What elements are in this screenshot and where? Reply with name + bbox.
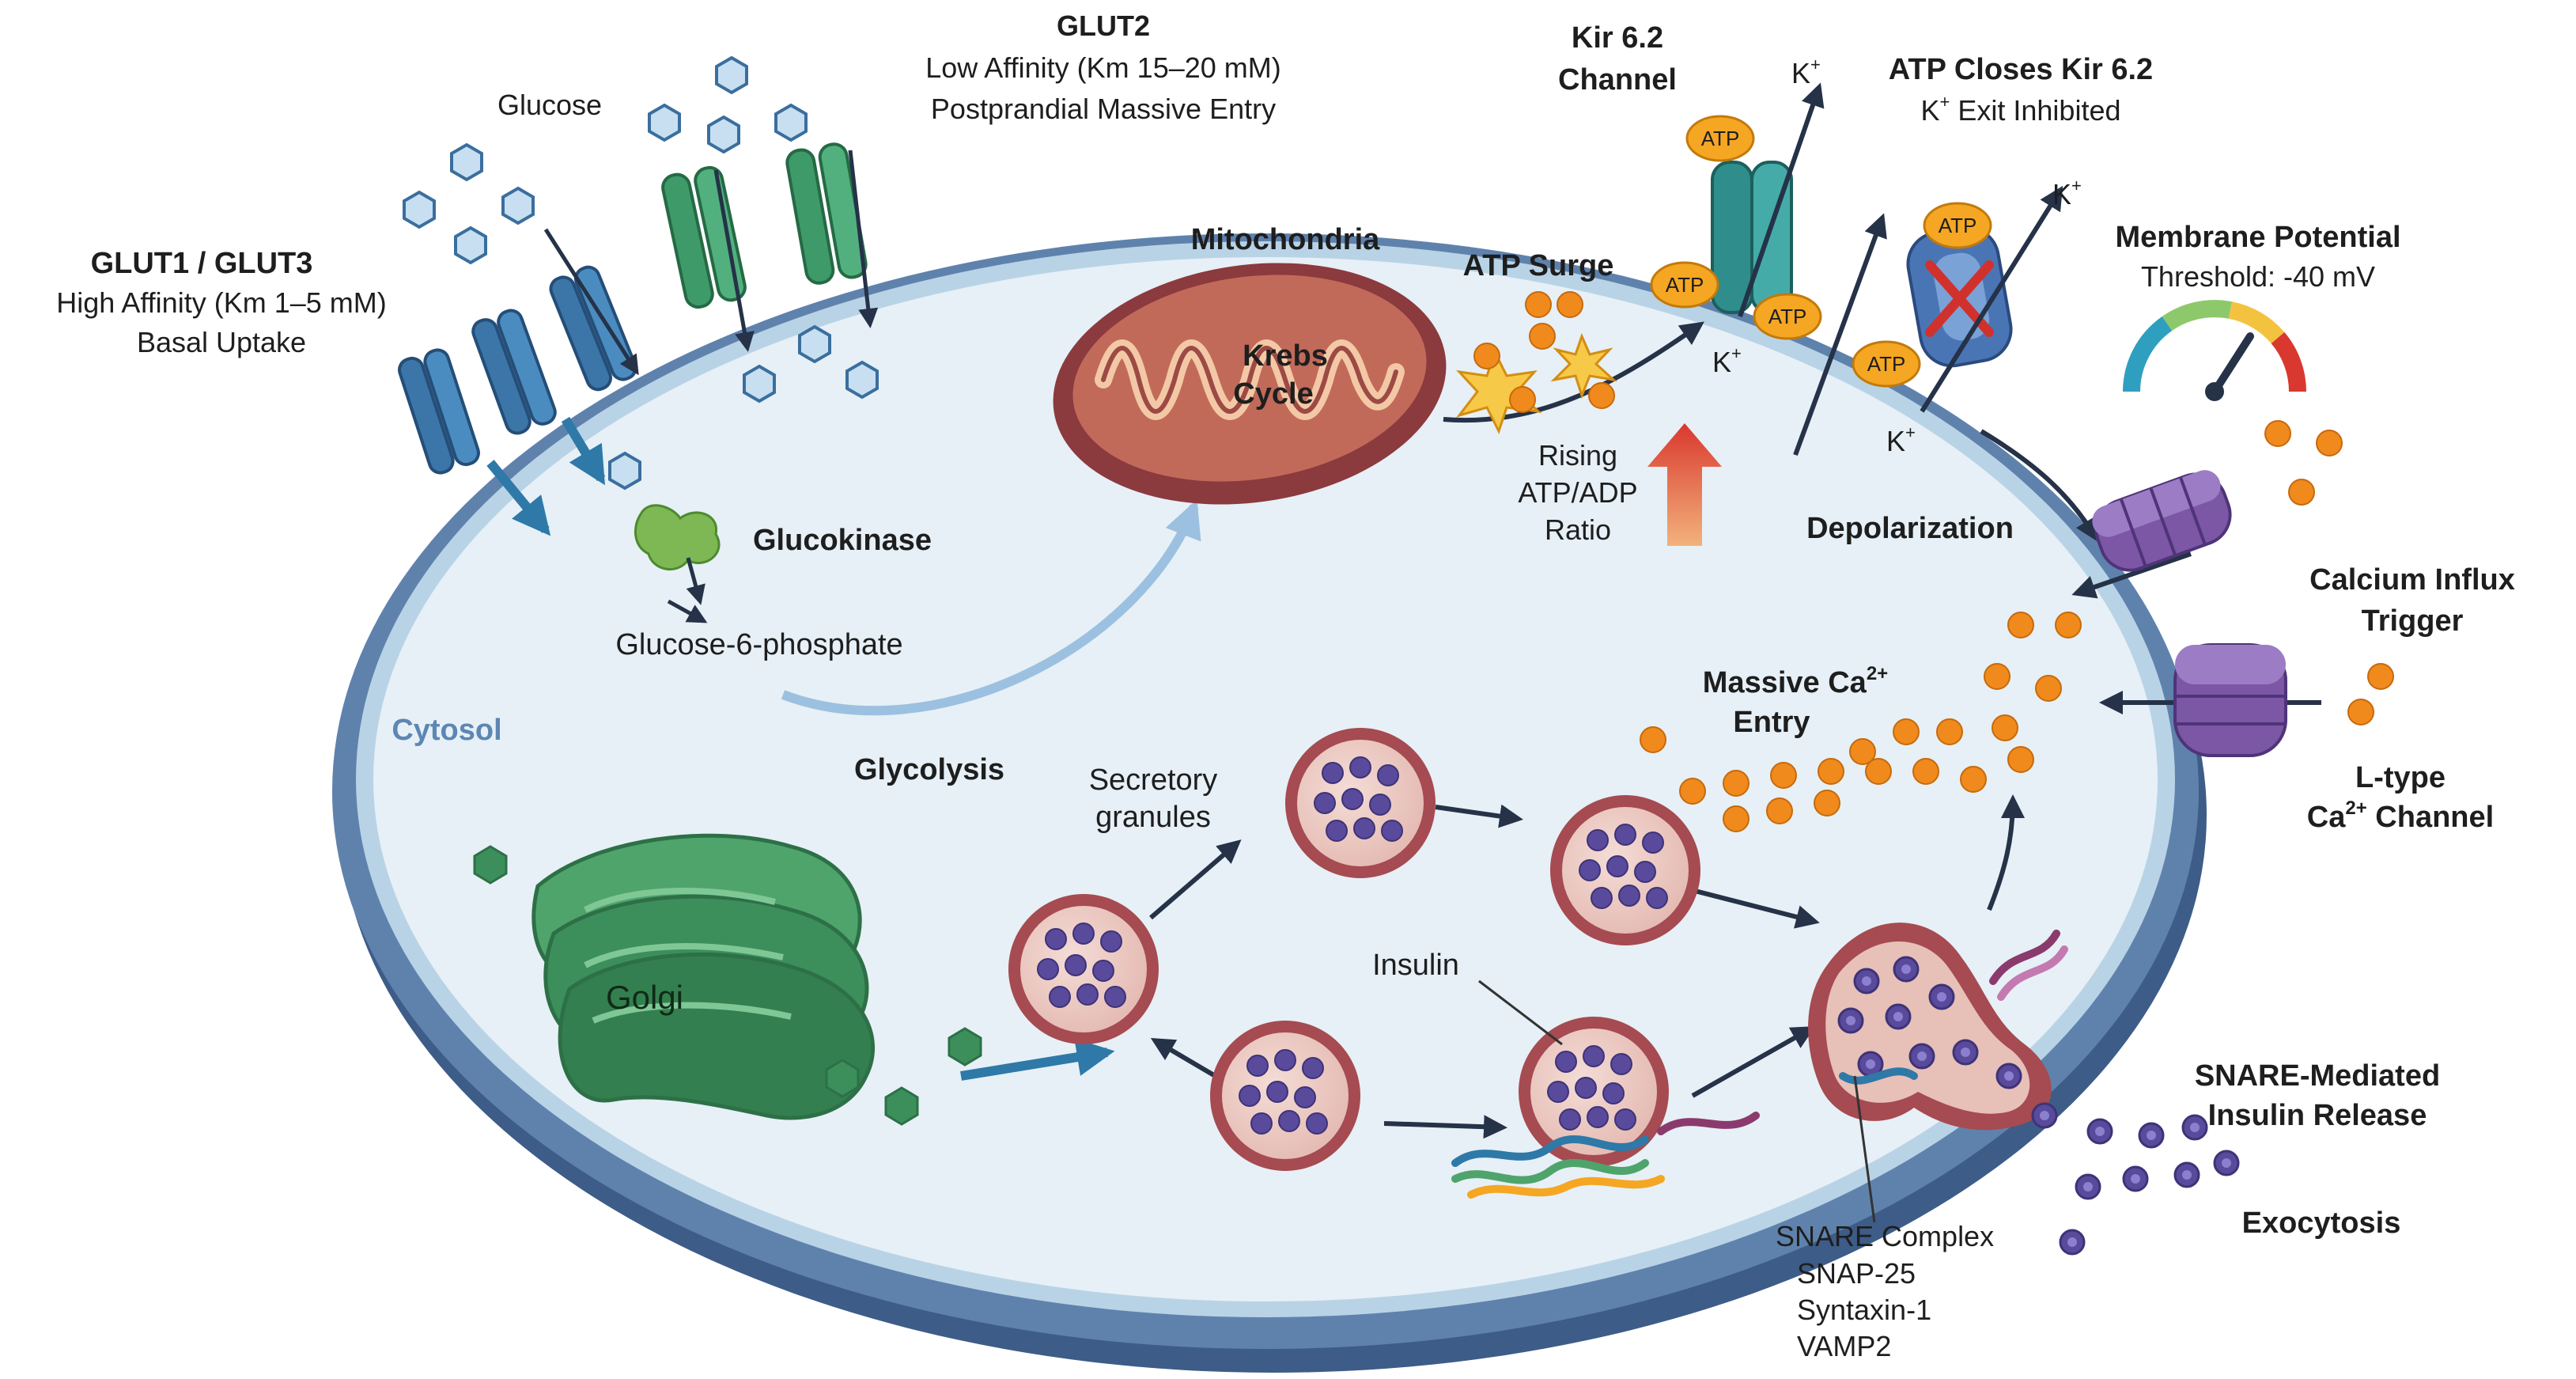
glycolysis-label: Glycolysis xyxy=(854,753,1004,786)
ltype-calcium-channels xyxy=(2092,470,2287,757)
svg-text:ATP: ATP xyxy=(1939,214,1977,237)
secretory-label-1: Secretory xyxy=(1089,763,1218,797)
threshold-label: Threshold: -40 mV xyxy=(2141,260,2375,293)
labels: GLUT2 Low Affinity (Km 15–20 mM) Postpra… xyxy=(56,9,2515,1362)
golgi-label: Golgi xyxy=(606,979,683,1016)
mitochondria xyxy=(1053,263,1447,505)
atp-surge-label: ATP Surge xyxy=(1463,249,1614,282)
kir62-channel-closed xyxy=(1906,185,2063,413)
glut13-uptake: Basal Uptake xyxy=(137,326,306,358)
granule-3 xyxy=(1549,794,1701,946)
granule-4 xyxy=(1209,1020,1361,1172)
granule-2 xyxy=(1284,727,1436,879)
ltype-label-2: Ca2+ Channel xyxy=(2307,797,2494,834)
atp-surge-burst xyxy=(1456,291,1617,434)
svg-text:ATP: ATP xyxy=(1666,273,1704,297)
k-ion-mid: K+ xyxy=(1712,343,1742,378)
calcium-trigger-arrow xyxy=(1987,794,2025,911)
kir62-channel-open xyxy=(1711,82,1825,317)
golgi-to-granule-arrow xyxy=(960,1038,1115,1081)
k-ion-right: K+ xyxy=(2052,176,2082,210)
rising-ratio-arrow xyxy=(1647,423,1722,546)
snare-release-label-2: Insulin Release xyxy=(2208,1099,2427,1132)
glucokinase-label: Glucokinase xyxy=(753,524,932,557)
atp-closes-subtitle: K+ Exit Inhibited xyxy=(1921,92,2121,127)
g6p-label: Glucose-6-phosphate xyxy=(615,628,902,661)
syntaxin-label: Syntaxin-1 xyxy=(1797,1294,1931,1326)
rising-label-2: ATP/ADP xyxy=(1518,476,1637,509)
kir-title-2: Channel xyxy=(1558,63,1677,97)
membrane-potential-label: Membrane Potential xyxy=(2115,221,2400,254)
depolarization-arrow-2 xyxy=(2071,551,2192,599)
atp-badges: ATP ATP ATP ATP ATP xyxy=(1650,115,1992,388)
glucokinase-enzyme xyxy=(634,504,721,605)
massive-ca-label-1: Massive Ca2+ xyxy=(1703,663,1888,699)
leader-lines xyxy=(1478,979,1876,1223)
krebs-label-1: Krebs xyxy=(1243,339,1328,373)
depolarization-arrow xyxy=(1980,429,2099,543)
rising-label-1: Rising xyxy=(1538,439,1617,472)
k-exit-arrow-inhibited xyxy=(1793,213,1887,457)
k-exit-arrow xyxy=(1738,82,1825,317)
glut2-transporters xyxy=(661,142,879,352)
snare-complex-label: SNARE Complex xyxy=(1776,1220,1994,1252)
snare-release-label-1: SNARE-Mediated xyxy=(2195,1059,2440,1093)
massive-ca-label-2: Entry xyxy=(1733,706,1810,739)
granule-1 xyxy=(1008,893,1159,1045)
glut1-glut3-transporters xyxy=(398,228,639,536)
snare-proteins xyxy=(1451,930,2068,1199)
atp-closes-title: ATP Closes Kir 6.2 xyxy=(1889,53,2153,86)
glut13-affinity: High Affinity (Km 1–5 mM) xyxy=(56,286,386,319)
calcium-influx-label-2: Trigger xyxy=(2362,604,2464,638)
vamp2-label: VAMP2 xyxy=(1797,1330,1891,1362)
k-ion-bottom: K+ xyxy=(1886,422,1916,457)
svg-text:ATP: ATP xyxy=(1867,352,1906,376)
krebs-label-2: Cycle xyxy=(1233,377,1313,411)
secretory-label-2: granules xyxy=(1095,801,1211,834)
cytosol-label: Cytosol xyxy=(392,714,501,747)
gauge-needle xyxy=(2211,332,2254,396)
glut2-affinity: Low Affinity (Km 15–20 mM) xyxy=(925,51,1281,84)
golgi-apparatus xyxy=(473,833,982,1126)
atp-to-kir-arrow xyxy=(1443,321,1704,422)
k-ion-top: K+ xyxy=(1791,55,1821,89)
glycolysis-arrow xyxy=(781,499,1201,716)
glut13-title: GLUT1 / GLUT3 xyxy=(91,247,313,280)
glucose-label: Glucose xyxy=(497,89,602,121)
membrane-potential-gauge xyxy=(2123,300,2306,401)
svg-text:ATP: ATP xyxy=(1768,305,1807,328)
snap25-label: SNAP-25 xyxy=(1797,1257,1916,1290)
kir-title-1: Kir 6.2 xyxy=(1572,21,1663,55)
svg-text:ATP: ATP xyxy=(1701,127,1740,150)
rising-label-3: Ratio xyxy=(1545,513,1611,546)
depolarization-label: Depolarization xyxy=(1806,512,2014,545)
glut2-entry: Postprandial Massive Entry xyxy=(931,93,1276,125)
insulin-label: Insulin xyxy=(1372,949,1459,982)
ltype-label-1: L-type xyxy=(2355,761,2445,794)
glut2-title: GLUT2 xyxy=(1057,9,1150,42)
mitochondria-label: Mitochondria xyxy=(1191,223,1380,256)
exocytosis-label: Exocytosis xyxy=(2242,1207,2401,1240)
calcium-influx-label-1: Calcium Influx xyxy=(2309,563,2515,597)
